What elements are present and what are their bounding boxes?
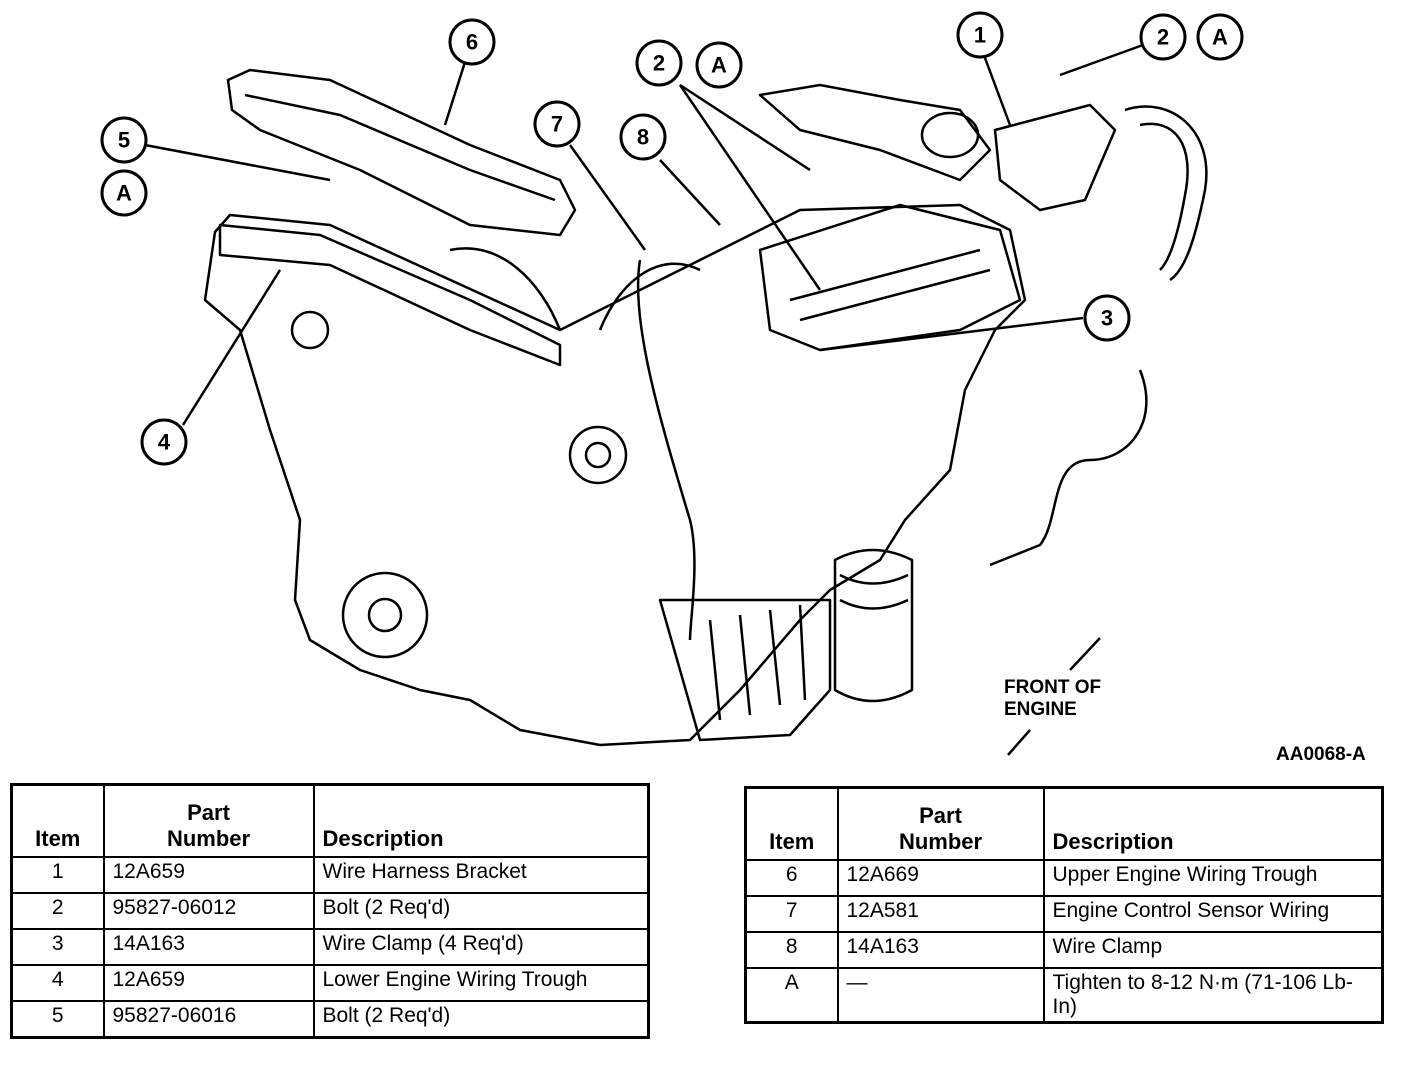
figure-id: AA0068-A (1276, 744, 1366, 765)
wire-harness-bracket (993, 103, 1117, 212)
item-cell: A (744, 967, 839, 1024)
callout-2: 2 (1157, 25, 1169, 50)
item-cell: 2 (10, 892, 105, 930)
front-of-engine-label: FRONT OF ENGINE (1004, 677, 1102, 720)
part-number-cell: 95827-06012 (102, 892, 315, 930)
item-cell: 3 (10, 928, 105, 966)
callout-1: 1 (974, 23, 986, 48)
part-number-cell: 14A163 (102, 928, 315, 966)
oil-filter (833, 548, 914, 703)
description-cell: Upper Engine Wiring Trough (1042, 859, 1384, 897)
item-cell: 6 (744, 859, 839, 897)
item-cell: 5 (10, 1000, 105, 1039)
item-cell: 4 (10, 964, 105, 1002)
engine-wiring-diagram: 1 2 A 2 A 3 4 5 A 6 7 8 (100, 11, 1244, 756)
upper-wiring-trough (226, 68, 577, 237)
header-description: Description (312, 783, 650, 858)
part-number-cell: 14A163 (836, 931, 1045, 969)
callout-3: 3 (1101, 306, 1113, 331)
header-item: Item (10, 783, 105, 858)
header-part-number: Part Number (836, 786, 1045, 861)
callout-a: A (116, 181, 132, 206)
part-number-cell: 95827-06016 (102, 1000, 315, 1039)
description-cell: Wire Clamp (4 Req'd) (312, 928, 650, 966)
callout-a: A (1212, 25, 1228, 50)
part-number-cell: 12A669 (836, 859, 1045, 897)
callout-8: 8 (637, 125, 649, 150)
engine-block (203, 203, 1027, 747)
description-cell: Wire Harness Bracket (312, 856, 650, 894)
item-cell: 7 (744, 895, 839, 933)
header-description: Description (1042, 786, 1384, 861)
oil-pan (658, 598, 832, 742)
part-number-cell: 12A659 (102, 964, 315, 1002)
hose (1124, 105, 1208, 282)
header-part-number: Part Number (102, 783, 315, 858)
sensor-wiring-harness (449, 247, 701, 641)
lower-wiring-trough (218, 223, 562, 367)
description-cell: Bolt (2 Req'd) (312, 1000, 650, 1039)
description-cell: Wire Clamp (1042, 931, 1384, 969)
description-cell: Tighten to 8-12 N·m (71-106 Lb-In) (1042, 967, 1384, 1024)
callout-6: 6 (466, 30, 478, 55)
crank-pulley (341, 571, 429, 659)
item-cell: 1 (10, 856, 105, 894)
callout-5: 5 (118, 128, 130, 153)
table-row: A—Tighten to 8-12 N·m (71-106 Lb-In) (744, 967, 1384, 1024)
item-cell: 8 (744, 931, 839, 969)
part-number-cell: 12A581 (836, 895, 1045, 933)
valve-cover (758, 203, 1022, 352)
description-cell: Bolt (2 Req'd) (312, 892, 650, 930)
part-number-cell: 12A659 (102, 856, 315, 894)
callout-4: 4 (158, 430, 171, 455)
description-cell: Engine Control Sensor Wiring (1042, 895, 1384, 933)
part-number-cell: — (836, 967, 1045, 1024)
callout-a: A (711, 53, 727, 78)
callout-2: 2 (653, 51, 665, 76)
description-cell: Lower Engine Wiring Trough (312, 964, 650, 1002)
callout-7: 7 (551, 112, 563, 137)
header-item: Item (744, 786, 839, 861)
